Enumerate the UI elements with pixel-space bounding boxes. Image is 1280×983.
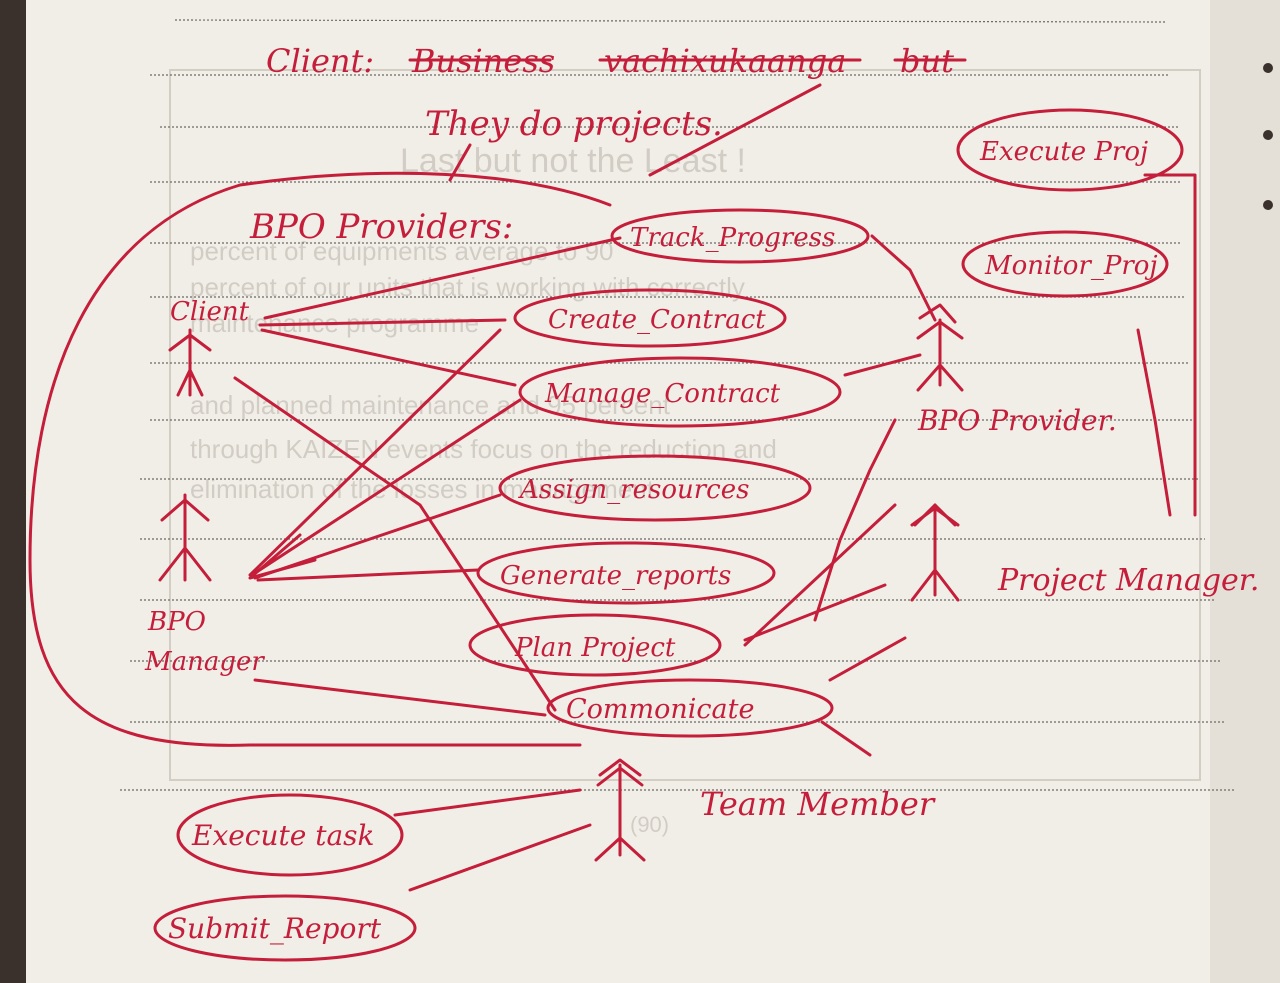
actor-bpo-manager-label-2: Manager bbox=[144, 647, 265, 677]
arrow-head bbox=[918, 303, 957, 324]
association-line-zigzag bbox=[813, 418, 897, 622]
actor-client: Client bbox=[168, 297, 250, 397]
arrow-head bbox=[248, 533, 317, 580]
actor-team-member: Team Member bbox=[594, 763, 936, 862]
use-case-label: Submit_Report bbox=[168, 912, 382, 945]
association-line bbox=[843, 353, 922, 377]
association-line bbox=[870, 234, 937, 322]
use-case-assign-resources: Assign_resources bbox=[498, 454, 812, 522]
use-case-plan-project: Plan Project bbox=[468, 613, 722, 677]
binder-hole bbox=[1263, 130, 1273, 140]
actor-client-figure bbox=[168, 328, 212, 397]
enclosing-loop bbox=[28, 171, 612, 747]
association-line bbox=[743, 503, 897, 647]
association-line bbox=[260, 328, 517, 387]
actor-bpo-provider-label: BPO Provider. bbox=[917, 404, 1117, 437]
show-through-page-number: (90) bbox=[630, 812, 669, 837]
header-line2: They do projects. bbox=[425, 104, 723, 144]
show-through-line: through KAIZEN events focus on the reduc… bbox=[190, 434, 777, 464]
use-case-label: Manage_Contract bbox=[544, 379, 781, 409]
use-case-label: Execute Proj bbox=[979, 137, 1148, 167]
paper-edge-shadow bbox=[1210, 0, 1280, 983]
actor-team-member-figure bbox=[594, 763, 646, 862]
use-case-ellipse bbox=[961, 230, 1169, 298]
association-line bbox=[258, 318, 507, 327]
use-case-ellipse bbox=[513, 288, 787, 348]
association-line bbox=[393, 788, 582, 817]
use-case-execute-task: Execute task bbox=[176, 793, 404, 877]
use-case-track-progress: Track_Progress bbox=[610, 208, 870, 264]
use-case-monitor-proj: Monitor_Proj bbox=[961, 230, 1169, 298]
association-line bbox=[233, 376, 557, 712]
actor-bpo-manager-figure bbox=[158, 493, 212, 582]
use-case-submit-report: Submit_Report bbox=[153, 894, 417, 962]
use-case-ellipse bbox=[476, 541, 776, 605]
actor-bpo-provider: BPO Provider. bbox=[916, 318, 1117, 437]
binder-holes bbox=[1263, 63, 1273, 210]
association-line bbox=[250, 398, 522, 577]
association-lines bbox=[233, 173, 1197, 892]
actor-client-label: Client bbox=[170, 297, 250, 327]
show-through-line: percent of equipments average to 90 bbox=[190, 236, 614, 266]
binder-hole bbox=[1263, 63, 1273, 73]
use-case-ellipse bbox=[153, 894, 417, 962]
use-case-label: Create_Contract bbox=[548, 305, 766, 335]
use-case-ellipse bbox=[176, 793, 404, 877]
show-through-print: Last but not the Least ! percent of equi… bbox=[169, 69, 1201, 837]
use-case-ellipse bbox=[956, 108, 1184, 192]
actor-bpo-provider-figure bbox=[916, 318, 964, 392]
header-client-label: Client: bbox=[266, 42, 374, 80]
use-case-execute-proj: Execute Proj bbox=[956, 108, 1184, 192]
use-case-label: Plan Project bbox=[514, 633, 676, 663]
use-case-create-contract: Create_Contract bbox=[513, 288, 787, 348]
association-line bbox=[256, 568, 480, 582]
use-case-ellipse bbox=[498, 454, 812, 522]
association-line bbox=[828, 636, 907, 682]
use-case-ellipse bbox=[468, 613, 722, 677]
use-case-label: Generate_reports bbox=[500, 561, 731, 591]
association-line bbox=[743, 583, 887, 642]
paper-sheet bbox=[26, 0, 1280, 983]
association-line bbox=[248, 328, 502, 577]
use-case-label: Commonicate bbox=[566, 694, 754, 725]
association-line bbox=[263, 236, 622, 320]
use-case-label: Execute task bbox=[191, 819, 375, 852]
actor-project-manager-label: Project Manager. bbox=[997, 563, 1259, 598]
use-case-generate-reports: Generate_reports bbox=[476, 541, 776, 605]
use-case-ellipse bbox=[610, 208, 870, 264]
show-through-line: and planned maintenance and 95 percent bbox=[190, 390, 671, 420]
association-line bbox=[1136, 328, 1172, 517]
binder-hole bbox=[1263, 200, 1273, 210]
header-notes: Client: Business vachixukaanga but They … bbox=[266, 42, 967, 182]
show-through-frame bbox=[169, 69, 1201, 781]
use-case-communicate: Commonicate bbox=[546, 678, 834, 738]
actor-team-member-label: Team Member bbox=[700, 785, 936, 823]
use-case-label: Track_Progress bbox=[630, 223, 835, 253]
use-case-ellipse bbox=[518, 356, 842, 428]
arrow-head bbox=[598, 758, 642, 777]
association-line bbox=[408, 823, 592, 892]
section-label: BPO Providers: bbox=[249, 207, 513, 247]
header-tail bbox=[648, 83, 822, 177]
arrow-head bbox=[913, 503, 957, 527]
association-line bbox=[1143, 173, 1197, 517]
use-case-label: Monitor_Proj bbox=[984, 251, 1158, 281]
actor-bpo-manager: BPO Manager bbox=[144, 493, 265, 677]
use-case-label: Assign_resources bbox=[518, 475, 749, 505]
use-case-ellipse bbox=[546, 678, 834, 738]
rule-line bbox=[174, 19, 1166, 23]
actor-bpo-manager-label-1: BPO bbox=[147, 607, 206, 637]
association-line bbox=[253, 678, 547, 717]
use-case-manage-contract: Manage_Contract bbox=[518, 356, 842, 428]
association-line bbox=[820, 720, 872, 757]
